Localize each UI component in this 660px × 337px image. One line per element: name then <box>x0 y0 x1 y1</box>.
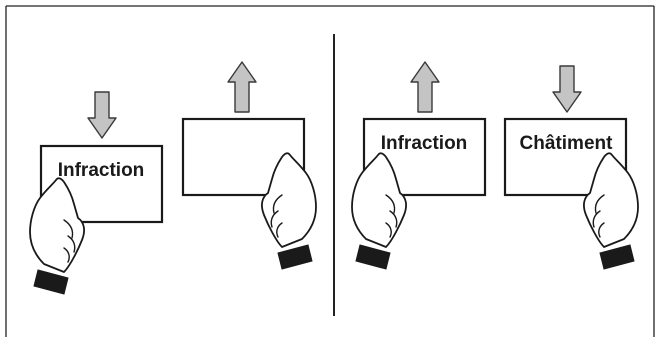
card-label-infraction-raised: Infraction <box>381 133 468 154</box>
left-panel: Infraction <box>29 61 317 295</box>
up-arrow-icon <box>227 61 257 113</box>
down-arrow-icon <box>552 65 582 113</box>
card-label-infraction-held: Infraction <box>58 160 145 181</box>
card-label-chatiment-held: Châtiment <box>520 133 614 154</box>
right-panel: Infraction Châtiment <box>351 61 639 270</box>
down-arrow-icon <box>87 91 117 139</box>
frame <box>5 5 655 337</box>
up-arrow-icon <box>410 61 440 113</box>
